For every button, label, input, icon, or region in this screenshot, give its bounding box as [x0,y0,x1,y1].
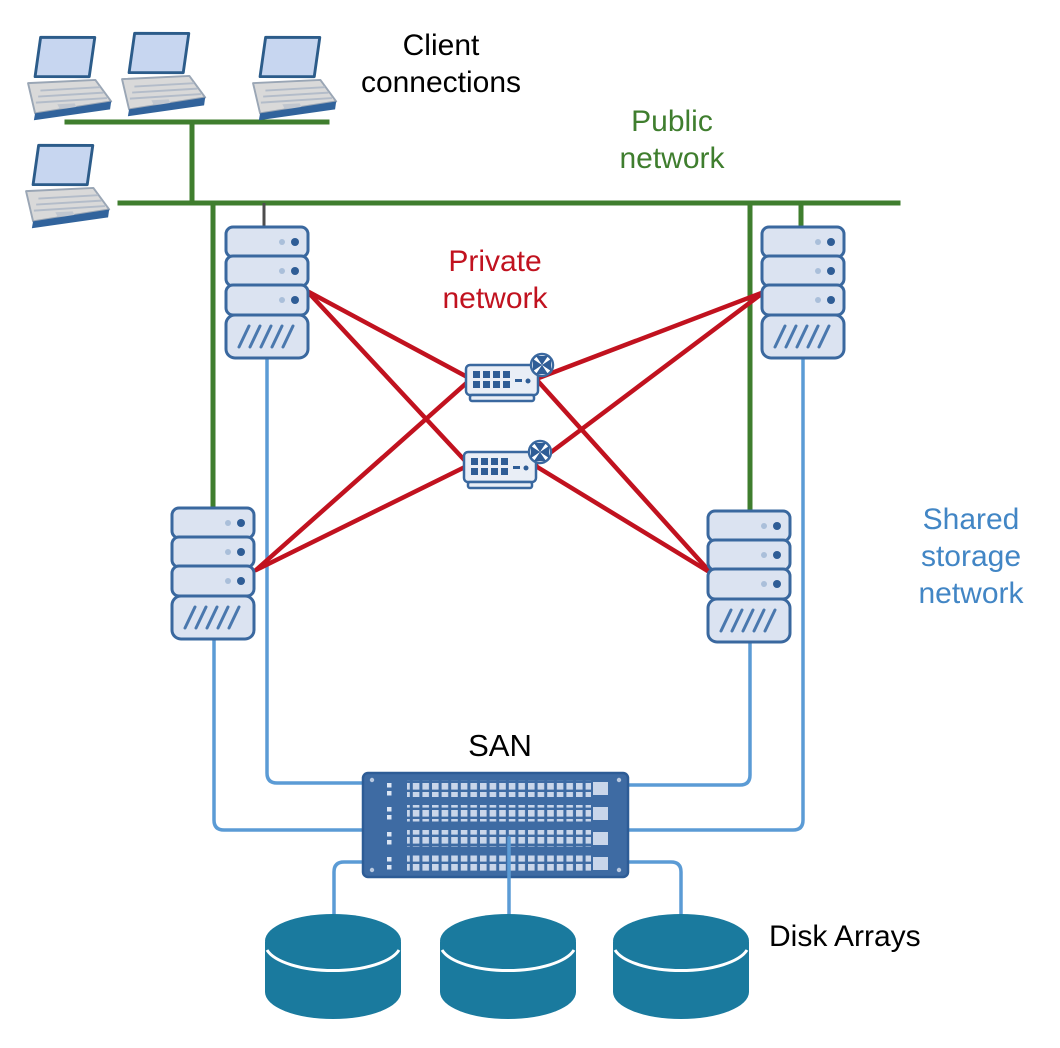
san-label: SAN [468,728,532,763]
client-laptop-2 [115,25,208,118]
server-bottom-left [170,506,256,641]
client-laptop-1 [21,29,114,122]
disk-array-3 [611,912,751,1021]
disk-array-2 [438,912,578,1021]
shared-storage-network-label: Shared storage network [918,503,1024,610]
storage-network-lines [212,354,805,918]
client-laptop-3 [246,29,339,122]
public-network-lines [64,119,901,519]
server-top-right [760,225,846,360]
client-laptop-4 [19,137,112,230]
server-bottom-right [706,509,792,644]
private-network-label: Private network [442,245,548,315]
public-network-label: Public network [619,105,725,175]
san-switch [361,771,630,879]
client-connections-label: Client connections [360,29,522,99]
private-network-lines [253,288,767,576]
disk-arrays-label: Disk Arrays [769,920,921,953]
server-top-left [224,225,310,360]
disk-array-1 [263,912,403,1021]
